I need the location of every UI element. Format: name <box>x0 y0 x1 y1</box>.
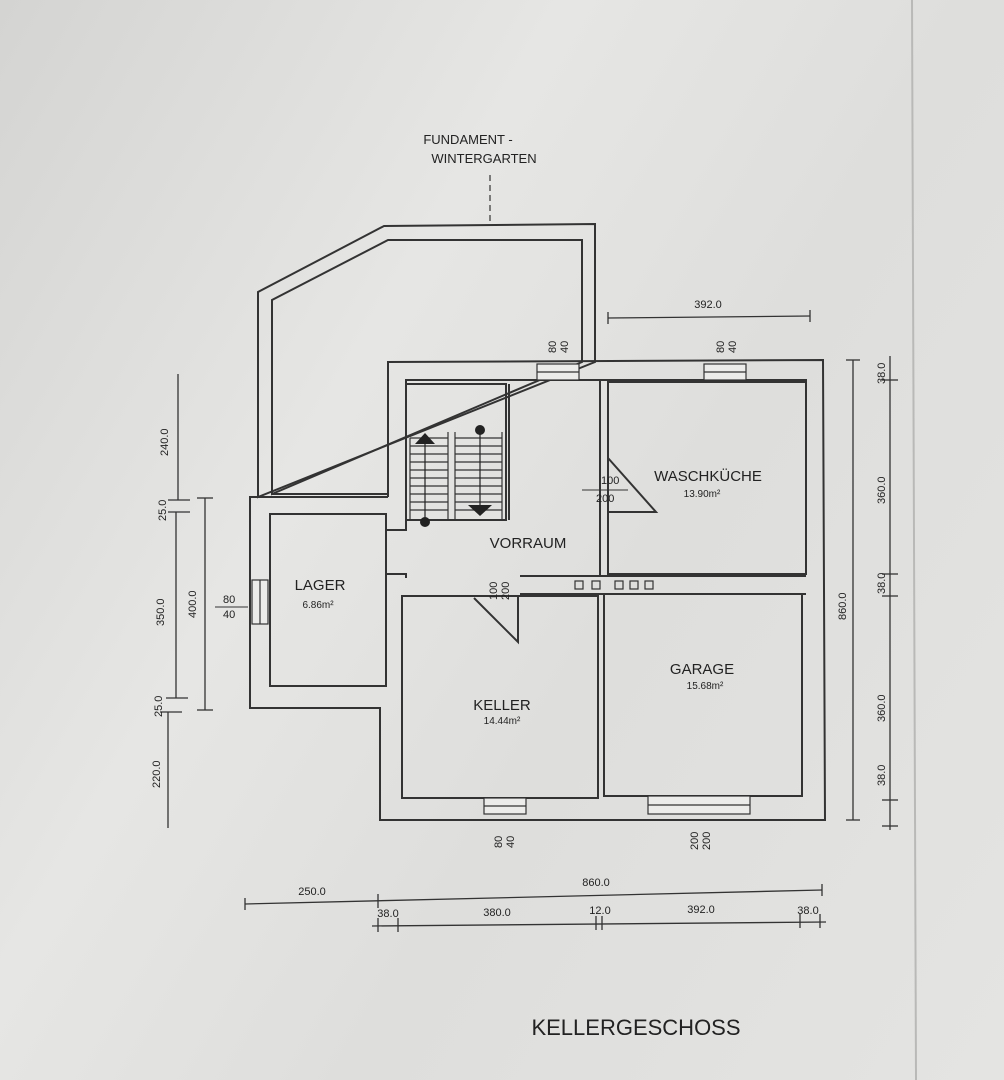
wintergarten-foundation <box>257 175 596 499</box>
door-keller <box>473 596 519 645</box>
opening-label-bottom-keller: 80 40 <box>493 836 517 848</box>
svg-text:38.0: 38.0 <box>377 908 398 920</box>
svg-text:40: 40 <box>727 341 739 353</box>
dim-bottom-parts: 38.0 380.0 12.0 392.0 38.0 <box>371 904 827 932</box>
dim-right-outer: 860.0 <box>837 359 860 821</box>
room-name-waschkueche: WASCHKÜCHE <box>654 467 762 485</box>
opening-label-door-waschkueche: 100 200 <box>582 475 628 505</box>
svg-text:360.0: 360.0 <box>876 476 888 504</box>
svg-text:38.0: 38.0 <box>876 765 888 786</box>
window-bottom-keller <box>483 797 527 815</box>
dim-left-inner: 400.0 <box>187 497 213 711</box>
room-area-keller: 14.44m² <box>484 716 521 727</box>
dim-left-outer: 240.0 25.0 350.0 25.0 220.0 <box>151 374 190 828</box>
opening-label-top-right: 80 40 <box>715 341 739 353</box>
window-top-left <box>536 363 580 381</box>
svg-text:200: 200 <box>701 832 713 850</box>
stair-down-arrow <box>468 505 492 516</box>
svg-text:80: 80 <box>547 341 559 353</box>
svg-text:860.0: 860.0 <box>582 877 610 889</box>
svg-text:380.0: 380.0 <box>483 907 511 919</box>
window-side <box>251 579 269 625</box>
opening-label-side: 80 40 <box>215 594 248 621</box>
stair-dot <box>420 517 430 527</box>
room-area-garage: 15.68m² <box>687 681 724 692</box>
room-area-lager: 6.86m² <box>302 600 334 611</box>
svg-text:200: 200 <box>596 493 614 505</box>
svg-text:392.0: 392.0 <box>694 299 722 311</box>
svg-text:100: 100 <box>601 475 619 487</box>
plan-title: KELLERGESCHOSS <box>531 1015 740 1040</box>
page-edge <box>911 0 917 1080</box>
svg-text:38.0: 38.0 <box>876 573 888 594</box>
svg-text:250.0: 250.0 <box>298 886 326 898</box>
room-name-vorraum: VORRAUM <box>490 535 567 552</box>
svg-text:80: 80 <box>715 341 727 353</box>
svg-text:240.0: 240.0 <box>159 428 171 456</box>
room-area-waschkueche: 13.90m² <box>684 489 721 500</box>
window-top-right <box>703 363 747 381</box>
svg-text:400.0: 400.0 <box>187 590 199 618</box>
staircase <box>409 432 503 520</box>
svg-text:40: 40 <box>505 836 517 848</box>
svg-text:12.0: 12.0 <box>589 905 610 917</box>
svg-text:200: 200 <box>500 582 512 600</box>
room-name-lager: LAGER <box>295 577 346 594</box>
svg-text:38.0: 38.0 <box>876 363 888 384</box>
svg-text:25.0: 25.0 <box>153 696 165 717</box>
note-wintergarten: WINTERGARTEN <box>431 151 536 166</box>
svg-text:80: 80 <box>223 594 235 606</box>
dim-bottom-total: 250.0 860.0 <box>244 877 823 910</box>
svg-text:360.0: 360.0 <box>876 694 888 722</box>
svg-text:392.0: 392.0 <box>687 904 715 916</box>
svg-text:40: 40 <box>559 341 571 353</box>
svg-text:80: 80 <box>493 836 505 848</box>
room-name-keller: KELLER <box>473 697 531 714</box>
svg-text:350.0: 350.0 <box>155 598 167 626</box>
door-waschkueche <box>607 457 659 513</box>
dim-top: 392.0 <box>607 299 811 324</box>
svg-text:38.0: 38.0 <box>797 905 818 917</box>
stair-up-arrow <box>415 433 435 444</box>
note-fundament: FUNDAMENT - <box>423 132 512 147</box>
interior-walls <box>269 380 807 799</box>
opening-label-door-keller: 100 200 <box>488 582 512 600</box>
svg-text:220.0: 220.0 <box>151 760 163 788</box>
svg-text:25.0: 25.0 <box>157 500 169 521</box>
svg-text:860.0: 860.0 <box>837 592 849 620</box>
wall-recesses <box>574 580 654 590</box>
svg-text:100: 100 <box>488 582 500 600</box>
window-bottom-garage <box>647 795 751 815</box>
svg-text:200: 200 <box>689 832 701 850</box>
opening-label-top-left: 80 40 <box>547 341 571 353</box>
svg-text:40: 40 <box>223 609 235 621</box>
room-name-garage: GARAGE <box>670 661 734 678</box>
dim-right-inner: 38.0 360.0 38.0 360.0 38.0 <box>876 356 898 830</box>
opening-label-bottom-garage: 200 200 <box>689 832 713 850</box>
